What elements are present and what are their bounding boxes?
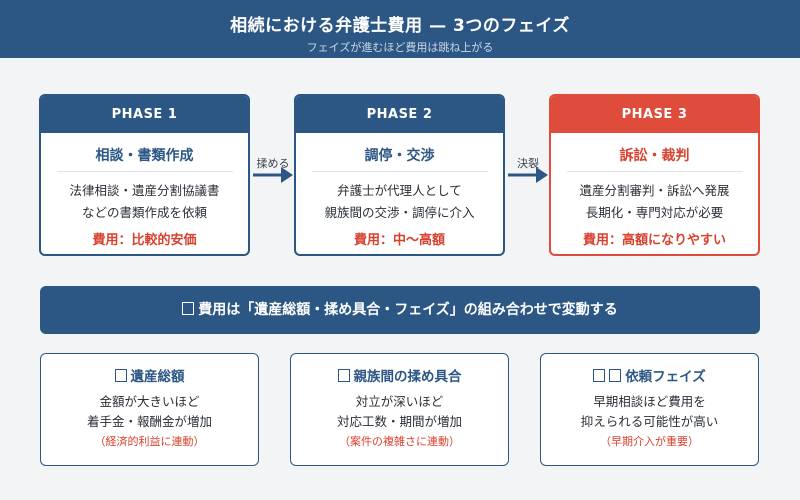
icon-placeholder bbox=[114, 369, 127, 382]
header-bar: 相続における弁護士費用 — 3つのフェイズ フェイズが進むほど費用は跳ね上がる bbox=[0, 0, 800, 58]
icon-placeholder bbox=[609, 369, 622, 382]
summary-banner: 費用は「遺産総額・揉め具合・フェイズ」の組み合わせで変動する bbox=[40, 286, 760, 334]
page-title: 相続における弁護士費用 — 3つのフェイズ bbox=[230, 16, 570, 36]
transition-label: 揉める bbox=[256, 157, 290, 170]
arrow-right-icon bbox=[508, 167, 548, 183]
phase-name: 相談・書類作成 bbox=[56, 145, 233, 172]
factor-title-text: 遺産総額 bbox=[130, 369, 185, 385]
icon-placeholder bbox=[337, 369, 350, 382]
icon-placeholder bbox=[593, 369, 606, 382]
factor-description: 早期相談ほど費用を 抑えられる可能性が高い bbox=[541, 392, 758, 432]
factor-description-line: 金額が大きいほど bbox=[99, 394, 200, 409]
factor-description-line: 対応工数・期間が増加 bbox=[336, 414, 462, 429]
phase-description: 法律相談・遺産分割協議書 などの書類作成を依頼 bbox=[41, 180, 248, 224]
phase-card-3: PHASE 3 訴訟・裁判 遺産分割審判・訴訟へ発展 長期化・専門対応が必要 費… bbox=[549, 94, 760, 256]
factor-note: （案件の複雑さに連動） bbox=[339, 435, 460, 448]
phase-cost: 費用：比較的安価 bbox=[92, 233, 197, 248]
factor-note: （経済的利益に連動） bbox=[94, 435, 205, 448]
phase-cost: 費用：高額になりやすい bbox=[582, 233, 726, 248]
factor-note: （早期介入が重要） bbox=[600, 435, 699, 448]
phase-description-line: 親族間の交渉・調停に介入 bbox=[324, 205, 475, 220]
factor-description-line: 抑えられる可能性が高い bbox=[580, 414, 719, 429]
transition-label: 決裂 bbox=[517, 157, 539, 170]
factor-description-line: 早期相談ほど費用を bbox=[593, 394, 706, 409]
arrow-right-icon bbox=[253, 167, 293, 183]
phase-label: PHASE 1 bbox=[41, 96, 248, 133]
factor-card-1: 遺産総額 金額が大きいほど 着手金・報酬金が増加 （経済的利益に連動） bbox=[40, 353, 259, 466]
phase-description-line: などの書類作成を依頼 bbox=[81, 205, 207, 220]
factor-description: 対立が深いほど 対応工数・期間が増加 bbox=[291, 392, 508, 432]
phase-description: 弁護士が代理人として 親族間の交渉・調停に介入 bbox=[296, 180, 503, 224]
phase-description-line: 遺産分割審判・訴訟へ発展 bbox=[579, 183, 730, 198]
phase-description-line: 長期化・専門対応が必要 bbox=[585, 205, 724, 220]
factor-description-line: 対立が深いほど bbox=[355, 394, 444, 409]
factor-card-3: 依頼フェイズ 早期相談ほど費用を 抑えられる可能性が高い （早期介入が重要） bbox=[540, 353, 759, 466]
banner-text: 費用は「遺産総額・揉め具合・フェイズ」の組み合わせで変動する bbox=[198, 302, 618, 318]
phase-label: PHASE 2 bbox=[296, 96, 503, 133]
factor-card-2: 親族間の揉め具合 対立が深いほど 対応工数・期間が増加 （案件の複雑さに連動） bbox=[290, 353, 509, 466]
phase-description-line: 弁護士が代理人として bbox=[337, 183, 462, 198]
phase-card-1: PHASE 1 相談・書類作成 法律相談・遺産分割協議書 などの書類作成を依頼 … bbox=[39, 94, 250, 256]
factor-description: 金額が大きいほど 着手金・報酬金が増加 bbox=[41, 392, 258, 432]
phase-description: 遺産分割審判・訴訟へ発展 長期化・専門対応が必要 bbox=[551, 180, 758, 224]
phase-description-line: 法律相談・遺産分割協議書 bbox=[69, 183, 220, 198]
factor-title-text: 依頼フェイズ bbox=[625, 369, 706, 385]
icon-placeholder bbox=[182, 302, 195, 315]
page-subtitle: フェイズが進むほど費用は跳ね上がる bbox=[306, 41, 494, 54]
phase-card-2: PHASE 2 調停・交渉 弁護士が代理人として 親族間の交渉・調停に介入 費用… bbox=[294, 94, 505, 256]
factor-description-line: 着手金・報酬金が増加 bbox=[86, 414, 212, 429]
factor-title: 遺産総額 bbox=[41, 365, 258, 385]
factor-title: 親族間の揉め具合 bbox=[291, 365, 508, 385]
phase-name: 調停・交渉 bbox=[311, 145, 488, 172]
phase-label: PHASE 3 bbox=[551, 96, 758, 133]
phase-cost: 費用：中〜高額 bbox=[353, 233, 445, 248]
factor-title: 依頼フェイズ bbox=[541, 365, 758, 385]
phase-name: 訴訟・裁判 bbox=[566, 145, 743, 172]
factor-title-text: 親族間の揉め具合 bbox=[353, 369, 462, 385]
